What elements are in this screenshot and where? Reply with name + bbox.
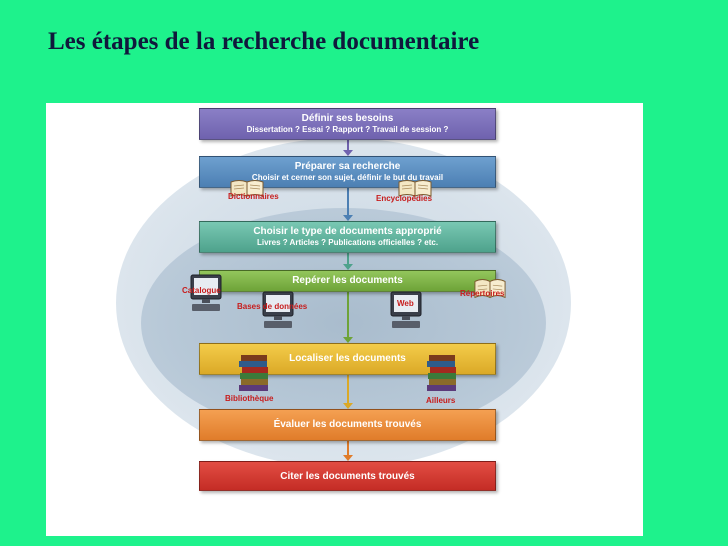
step-reperer-documents: Repérer les documents — [199, 270, 496, 292]
arrow-1-2 — [343, 140, 353, 156]
label-encyclopedies: Encyclopédies — [376, 194, 433, 203]
slide-title: Les étapes de la recherche documentaire — [48, 28, 480, 55]
arrow-2-3 — [343, 188, 353, 221]
step-evaluer-documents: Évaluer les documents trouvés — [199, 409, 496, 441]
book-stack-icon — [239, 355, 268, 391]
open-book-icon — [230, 180, 264, 197]
label-bases-de-donnees: Bases de données — [237, 302, 308, 311]
arrow-6-7 — [343, 441, 353, 461]
step-subtitle: Livres ? Articles ? Publications officie… — [256, 238, 439, 247]
computer-icon — [262, 291, 294, 328]
book-stack-icon — [427, 355, 456, 391]
computer-icon — [190, 274, 222, 311]
label-repertoires: Répertoires — [460, 289, 505, 298]
step-citer-documents: Citer les documents trouvés — [199, 461, 496, 491]
label-web: Web — [397, 299, 414, 308]
arrow-4-5 — [343, 292, 353, 343]
label-dictionnaires: Dictionnaires — [228, 192, 279, 201]
step-choisir-type: Choisir le type de documents approprié L… — [199, 221, 496, 253]
step-subtitle: Choisir et cerner son sujet, définir le … — [251, 173, 444, 182]
computer-icon — [390, 291, 422, 328]
step-title: Définir ses besoins — [301, 113, 394, 124]
step-title: Préparer sa recherche — [294, 161, 401, 172]
step-definir-besoins: Définir ses besoins Dissertation ? Essai… — [199, 108, 496, 140]
label-ailleurs: Ailleurs — [426, 396, 456, 405]
step-title: Citer les documents trouvés — [280, 471, 415, 482]
arrow-5-6 — [343, 375, 353, 409]
label-catalogue: Catalogue — [182, 286, 221, 295]
step-title: Localiser les documents — [289, 353, 406, 364]
step-subtitle: Dissertation ? Essai ? Rapport ? Travail… — [246, 125, 449, 134]
step-title: Repérer les documents — [292, 275, 403, 286]
step-title: Évaluer les documents trouvés — [273, 419, 422, 430]
arrow-3-4 — [343, 253, 353, 270]
open-book-icon — [474, 279, 506, 299]
open-book-icon — [398, 180, 432, 197]
step-title: Choisir le type de documents approprié — [253, 226, 442, 237]
diagram-panel: Définir ses besoins Dissertation ? Essai… — [46, 103, 643, 536]
label-bibliotheque: Bibliothèque — [225, 394, 274, 403]
